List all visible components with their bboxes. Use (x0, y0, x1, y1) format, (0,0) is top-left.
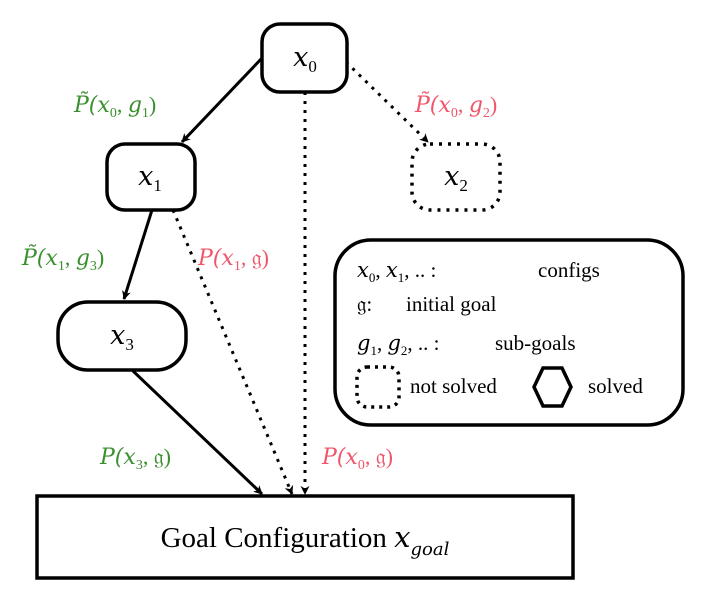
edges (122, 55, 430, 496)
node-x3: x3 (56, 300, 188, 372)
edge-x0-x1 (180, 55, 265, 144)
node-x2: x2 (410, 142, 502, 212)
edge-x1-goal (171, 209, 294, 495)
legend-configs: x0, x1, .. : (357, 258, 436, 285)
node-shape-solved (56, 300, 188, 372)
node-x0: x0 (260, 22, 349, 94)
legend-solved-swatch (532, 366, 573, 408)
node-label: x0 (293, 42, 317, 76)
node-shape-not-solved (410, 142, 502, 212)
legend-configs-desc: configs (538, 258, 600, 282)
edge-label-x1-x3: P̃(x1, g3) (21, 245, 104, 274)
edge-label-x1-goal: P(x1, 𝔤) (197, 245, 269, 274)
goal-label: Goal Configuration xgoal (161, 520, 450, 560)
edge-labels: P̃(x0, g1) P̃(x0, g2) P̃(x1, g3) P(x1, 𝔤… (21, 92, 497, 473)
edge-label-x0-x2: P̃(x0, g2) (414, 92, 497, 121)
node-shape-solved (105, 142, 197, 212)
edge-x0-x2 (344, 60, 430, 144)
goal-box (35, 494, 575, 580)
node-label: x2 (444, 161, 468, 195)
edge-x3-goal (131, 369, 264, 496)
edge-x1-x3 (122, 209, 154, 300)
legend-goal: 𝔤: (357, 292, 372, 316)
legend-not-solved-swatch (355, 365, 401, 409)
legend-subgoals: g1, g2, .. : (357, 331, 440, 358)
legend-subgoals-desc: sub-goals (495, 331, 576, 355)
legend-not-solved-label: not solved (410, 374, 497, 398)
node-shape-solved (260, 22, 349, 94)
node-goal: Goal Configuration xgoal (35, 494, 575, 580)
node-x1: x1 (105, 142, 197, 212)
edge-label-x3-goal: P(x3, 𝔤) (99, 444, 171, 473)
edge-label-x0-x1: P̃(x0, g1) (73, 92, 156, 121)
legend-box (333, 238, 685, 427)
legend: x0, x1, .. : configs 𝔤: initial goal g1,… (333, 238, 685, 427)
legend-goal-desc: initial goal (406, 292, 497, 316)
edge-label-x0-goal: P(x0, 𝔤) (321, 444, 393, 473)
node-label: x1 (138, 161, 162, 195)
node-label: x3 (110, 320, 134, 354)
legend-solved-label: solved (588, 374, 643, 398)
